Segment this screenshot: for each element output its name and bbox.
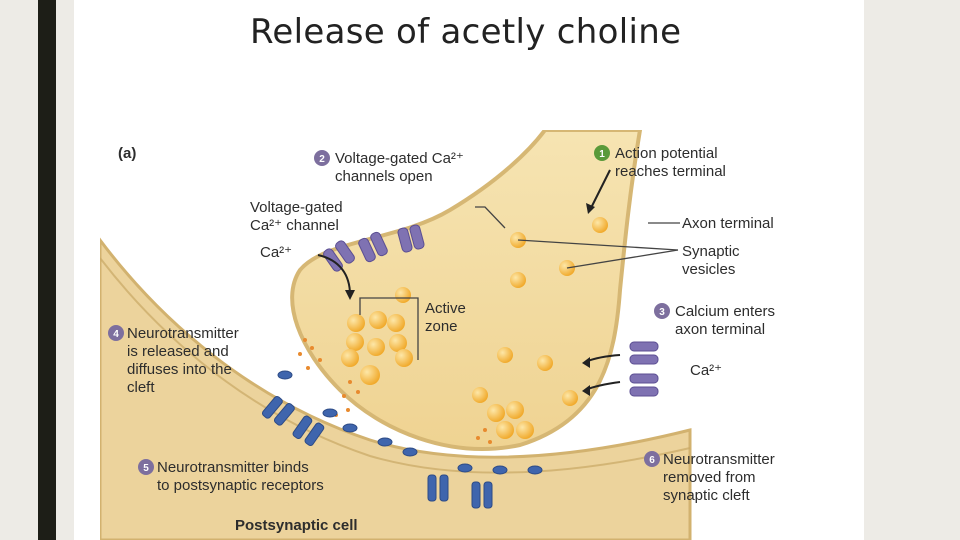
step-3-line2: axon terminal [675, 321, 765, 338]
postsynaptic-cell-label: Postsynaptic cell [235, 517, 358, 534]
ca-label-right: Ca²⁺ [690, 362, 722, 379]
left-accent-bar [38, 0, 56, 540]
active-zone-label-line2: zone [425, 318, 458, 335]
step-4-line4: cleft [127, 379, 155, 396]
vesicles-label-line2: vesicles [682, 261, 735, 278]
slide-title: Release of acetly choline [250, 12, 682, 52]
step-4-line3: diffuses into the [127, 361, 232, 378]
vg-channel-label-line1: Voltage-gated [250, 199, 343, 216]
postsynaptic-membrane [100, 257, 691, 474]
ca-label-left: Ca²⁺ [260, 244, 292, 261]
vg-channel-label-line2: Ca²⁺ channel [250, 217, 339, 234]
step-1-line2: reaches terminal [615, 163, 726, 180]
synapse-diagram: 1 2 3 4 5 6 (a) Action potential reaches… [100, 130, 775, 540]
step-2-line1: Voltage-gated Ca²⁺ [335, 150, 464, 167]
step-1-line1: Action potential [615, 145, 718, 162]
step-4-number: 4 [113, 329, 119, 340]
step-6-number: 6 [649, 455, 655, 466]
step-badges [108, 145, 670, 475]
step-1-number: 1 [599, 149, 605, 160]
step-2-line2: channels open [335, 168, 433, 185]
postsynaptic-cell [100, 237, 692, 540]
panel-label: (a) [118, 145, 136, 162]
step-5-line2: to postsynaptic receptors [157, 477, 324, 494]
step-3-line1: Calcium enters [675, 303, 775, 320]
step-6-line2: removed from [663, 469, 756, 486]
step-4-line2: is released and [127, 343, 229, 360]
vesicles-label-line1: Synaptic [682, 243, 740, 260]
leader-lines [359, 206, 680, 360]
step-6-line1: Neurotransmitter [663, 451, 775, 468]
postsynaptic-receptors [261, 370, 543, 509]
active-zone-label-line1: Active [425, 300, 466, 317]
axon-terminal [290, 130, 643, 451]
step-5-number: 5 [143, 463, 149, 474]
step-6-line3: synaptic cleft [663, 487, 751, 504]
step-5-line1: Neurotransmitter binds [157, 459, 309, 476]
axon-terminal-label: Axon terminal [682, 215, 774, 232]
step-3-number: 3 [659, 307, 665, 318]
step-4-line1: Neurotransmitter [127, 325, 239, 342]
arrow-heads [345, 203, 595, 396]
step-2-number: 2 [319, 154, 325, 165]
